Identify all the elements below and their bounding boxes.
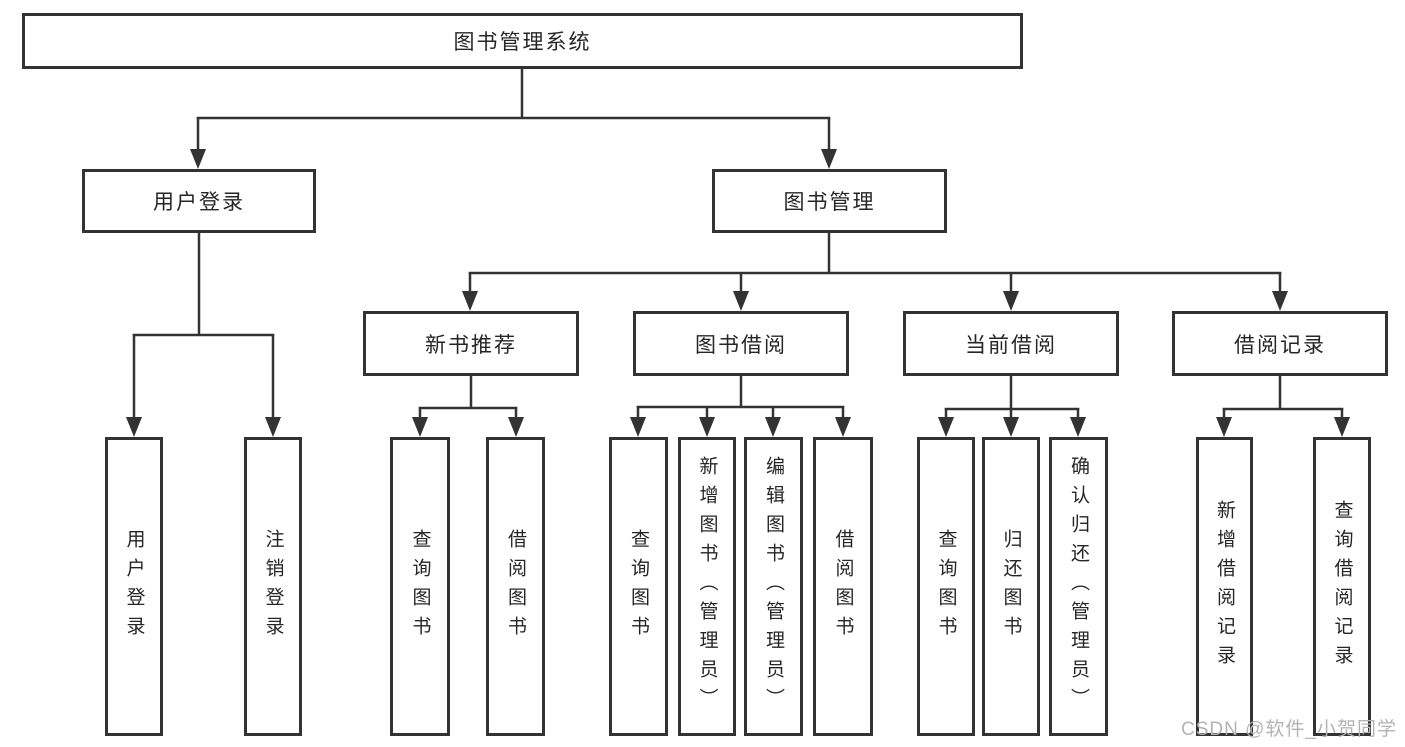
csdn-watermark: CSDN @软件_小贺同学 (1181, 719, 1397, 740)
node-book-management-label: 图书管理 (783, 191, 876, 214)
node-book-management: 图书管理 (712, 169, 947, 233)
arrowheads (126, 149, 1350, 437)
node-leaf-br-query-record-label: 查询借阅记录 (1331, 499, 1353, 674)
node-leaf-br-add-record-label: 新增借阅记录 (1214, 499, 1235, 674)
node-leaf-cb-confirm-return-admin-label: 确认归还（管理员） (1068, 456, 1089, 717)
node-leaf-cb-query-book-label: 查询图书 (935, 528, 957, 645)
node-book-borrow-label: 图书借阅 (695, 333, 787, 357)
node-root-label: 图书管理系统 (453, 31, 592, 54)
node-leaf-br-query-record: 查询借阅记录 (1313, 437, 1371, 736)
node-leaf-nb-query-book: 查询图书 (390, 437, 450, 736)
node-leaf-logout: 注销登录 (244, 437, 302, 736)
node-leaf-nb-query-book-label: 查询图书 (409, 528, 431, 645)
node-new-book-recommend-label: 新书推荐 (425, 333, 517, 357)
node-leaf-bb-edit-book-admin-label: 编辑图书（管理员） (763, 456, 784, 717)
node-leaf-user-login: 用户登录 (105, 437, 163, 736)
node-leaf-bb-edit-book-admin: 编辑图书（管理员） (744, 437, 803, 736)
node-leaf-nb-borrow-book-label: 借阅图书 (505, 528, 526, 645)
node-leaf-br-add-record: 新增借阅记录 (1196, 437, 1253, 736)
node-leaf-nb-borrow-book: 借阅图书 (486, 437, 545, 736)
node-user-login: 用户登录 (82, 169, 316, 233)
node-leaf-cb-query-book: 查询图书 (917, 437, 975, 736)
node-borrow-record: 借阅记录 (1172, 311, 1388, 376)
node-leaf-logout-label: 注销登录 (262, 528, 284, 645)
node-current-borrow-label: 当前借阅 (965, 333, 1057, 357)
node-leaf-cb-return-book: 归还图书 (982, 437, 1040, 736)
node-new-book-recommend: 新书推荐 (363, 311, 579, 376)
node-leaf-bb-add-book-admin: 新增图书（管理员） (678, 437, 736, 736)
node-leaf-cb-confirm-return-admin: 确认归还（管理员） (1049, 437, 1108, 736)
node-leaf-bb-query-book: 查询图书 (609, 437, 668, 736)
node-leaf-bb-query-book-label: 查询图书 (628, 528, 649, 645)
node-borrow-record-label: 借阅记录 (1234, 333, 1326, 357)
node-root: 图书管理系统 (22, 13, 1023, 69)
node-leaf-user-login-label: 用户登录 (123, 528, 145, 645)
node-leaf-bb-borrow-book: 借阅图书 (813, 437, 873, 736)
node-leaf-bb-add-book-admin-label: 新增图书（管理员） (696, 456, 718, 717)
node-current-borrow: 当前借阅 (903, 311, 1119, 376)
node-book-borrow: 图书借阅 (633, 311, 849, 376)
node-leaf-bb-borrow-book-label: 借阅图书 (832, 528, 854, 645)
node-leaf-cb-return-book-label: 归还图书 (1000, 528, 1022, 645)
node-user-login-label: 用户登录 (153, 191, 245, 214)
